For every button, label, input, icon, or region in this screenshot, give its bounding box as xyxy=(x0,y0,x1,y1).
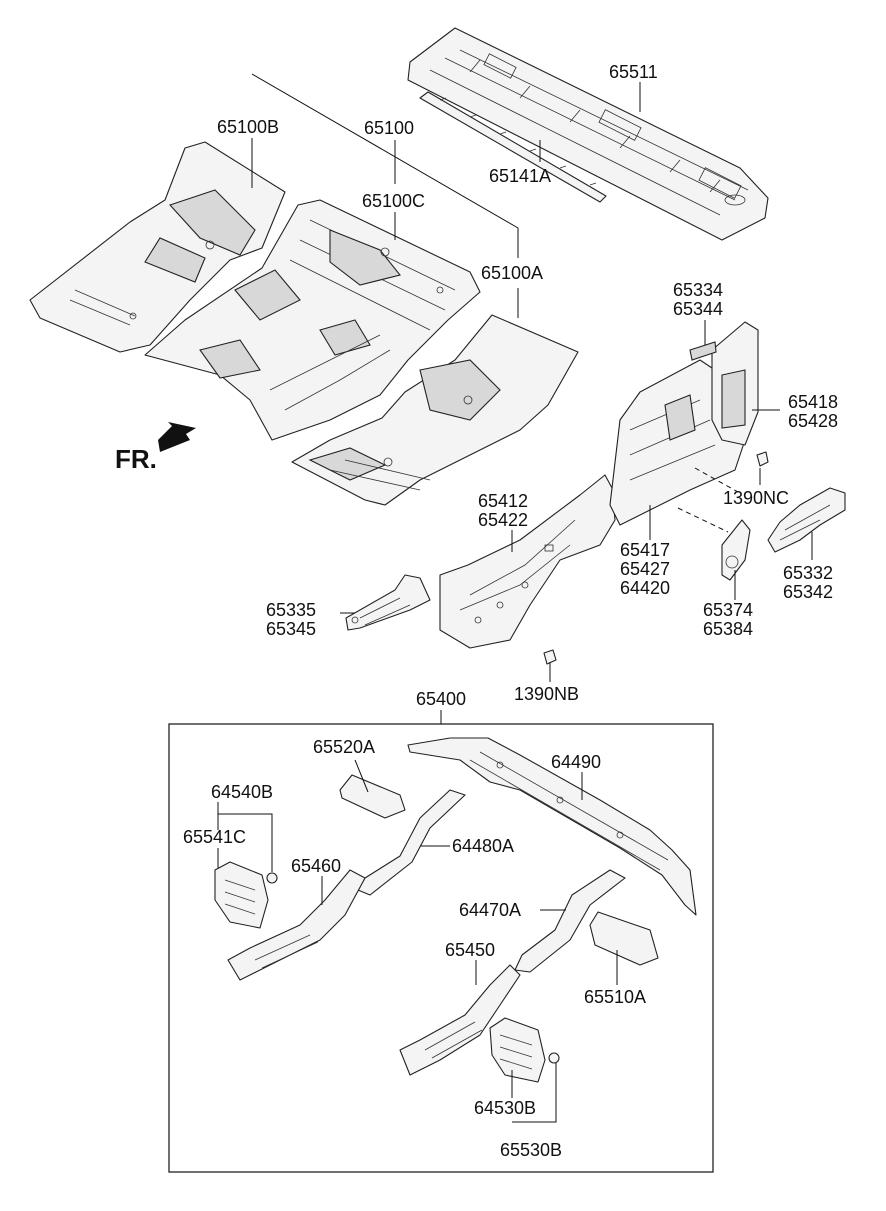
callout-64470A: 64470A xyxy=(459,900,521,920)
callout-65428: 65428 xyxy=(788,411,838,431)
side-rail-64470A xyxy=(514,869,626,973)
callout-65422: 65422 xyxy=(478,510,528,530)
assembly-guide-line-lower xyxy=(677,507,729,533)
side-rail-65460 xyxy=(227,869,366,981)
callout-65450: 65450 xyxy=(445,940,495,960)
cross-member-strip xyxy=(419,91,607,203)
callout-1390NC: 1390NC xyxy=(723,488,789,508)
rear-pillar-extension xyxy=(711,321,759,446)
reinforcement-64530B xyxy=(489,1017,546,1083)
side-rail-64480A xyxy=(357,789,466,896)
reinforcement-64540B xyxy=(214,861,269,929)
rear-side-member-inner xyxy=(439,474,616,649)
gusset-65374 xyxy=(721,519,751,581)
part-callouts: 65511 65141A 65100B 65100 65100C 65100A … xyxy=(183,62,838,1160)
callout-65510A: 65510A xyxy=(584,987,646,1007)
callout-65141A: 65141A xyxy=(489,166,551,186)
small-bracket-65334 xyxy=(689,341,717,361)
leader-lines xyxy=(217,73,813,1123)
callout-65460: 65460 xyxy=(291,856,341,876)
callout-65400: 65400 xyxy=(416,689,466,709)
callout-65418: 65418 xyxy=(788,392,838,412)
callout-65100B: 65100B xyxy=(217,117,279,137)
rear-floor-panel xyxy=(407,27,769,241)
nut-65530B xyxy=(548,1052,560,1064)
callout-1390NB: 1390NB xyxy=(514,684,579,704)
callout-65332: 65332 xyxy=(783,563,833,583)
callout-65511: 65511 xyxy=(609,62,658,82)
bracket-65335 xyxy=(345,574,431,631)
callout-64480A: 64480A xyxy=(452,836,514,856)
callout-65342: 65342 xyxy=(783,582,833,602)
callout-65417: 65417 xyxy=(620,540,670,560)
front-direction-label: FR. xyxy=(115,444,157,474)
callout-65374: 65374 xyxy=(703,600,753,620)
callout-65530B: 65530B xyxy=(500,1140,562,1160)
callout-65100C: 65100C xyxy=(362,191,425,211)
callout-65384: 65384 xyxy=(703,619,753,639)
front-floor-tunnel xyxy=(144,199,481,441)
arrow-icon xyxy=(158,422,196,452)
front-floor-panel-right xyxy=(291,314,579,506)
clip-1390NB xyxy=(543,649,557,665)
bracket-65510A xyxy=(589,911,659,966)
rear-wheelhouse-inner xyxy=(609,359,746,526)
front-direction-indicator: FR. xyxy=(115,422,196,474)
callout-64530B: 64530B xyxy=(474,1098,536,1118)
callout-65412: 65412 xyxy=(478,491,528,511)
side-rail-65450 xyxy=(399,964,521,1076)
clip-1390NC xyxy=(756,451,769,467)
reinforcement-65520A xyxy=(339,774,406,819)
callout-65100A: 65100A xyxy=(481,263,543,283)
front-floor-panel-left xyxy=(29,141,286,353)
nut-65541C xyxy=(266,872,278,884)
callout-65334: 65334 xyxy=(673,280,723,300)
callout-64540B: 64540B xyxy=(211,782,273,802)
callout-65427: 65427 xyxy=(620,559,670,579)
bracket-65332 xyxy=(767,487,846,553)
callout-65335: 65335 xyxy=(266,600,316,620)
callout-65520A: 65520A xyxy=(313,737,375,757)
callout-65100: 65100 xyxy=(364,118,414,138)
callout-64490: 64490 xyxy=(551,752,601,772)
callout-65541C: 65541C xyxy=(183,827,246,847)
rear-cross-member-64490 xyxy=(407,737,697,916)
callout-65344: 65344 xyxy=(673,299,723,319)
callout-64420: 64420 xyxy=(620,578,670,598)
callout-65345: 65345 xyxy=(266,619,316,639)
